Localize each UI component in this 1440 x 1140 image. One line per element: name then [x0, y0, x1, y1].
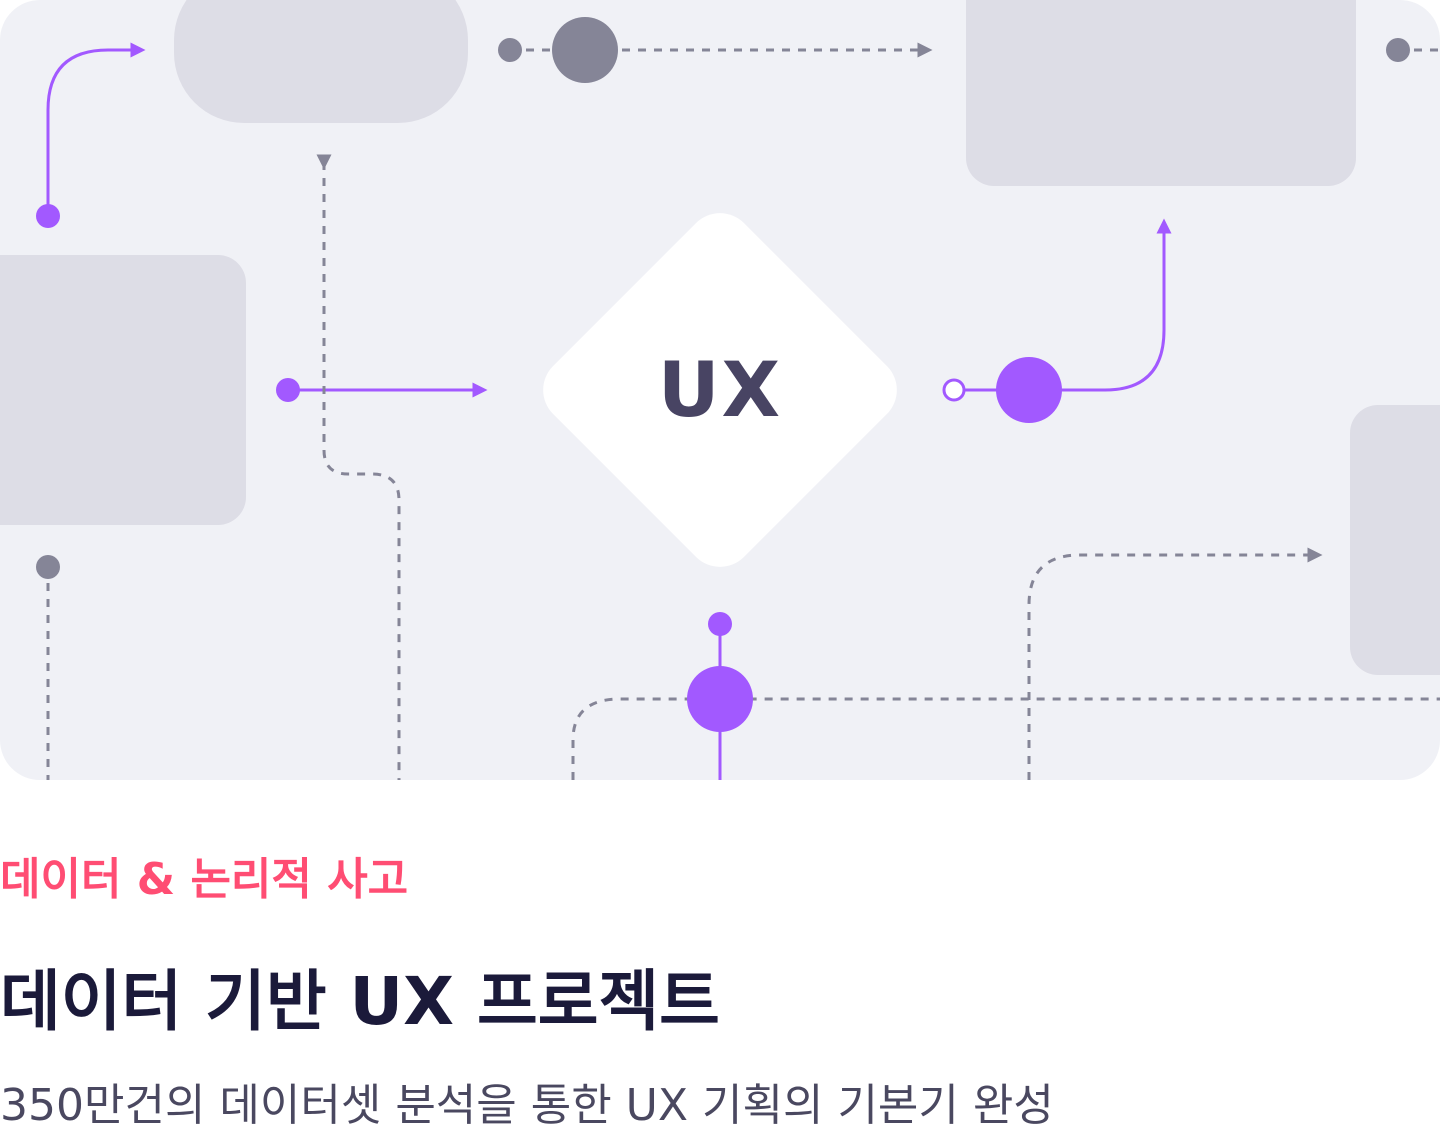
- block-top-right: [966, 0, 1356, 186]
- block-left: [0, 255, 246, 525]
- category-label: 데이터 & 논리적 사고: [0, 854, 409, 905]
- flow-diagram: [0, 0, 1440, 780]
- node-bottom: [687, 666, 753, 732]
- card-title[interactable]: 데이터 기반 UX 프로젝트: [0, 963, 720, 1040]
- hero-illustration: UX: [0, 0, 1440, 780]
- block-top-pill: [174, 0, 468, 123]
- ux-label: UX: [657, 345, 783, 434]
- ux-diamond: [543, 213, 897, 567]
- card-subtitle: 350만건의 데이터셋 분석을 통한 UX 기획의 기본기 완성: [0, 1080, 1054, 1131]
- block-right: [1350, 405, 1440, 675]
